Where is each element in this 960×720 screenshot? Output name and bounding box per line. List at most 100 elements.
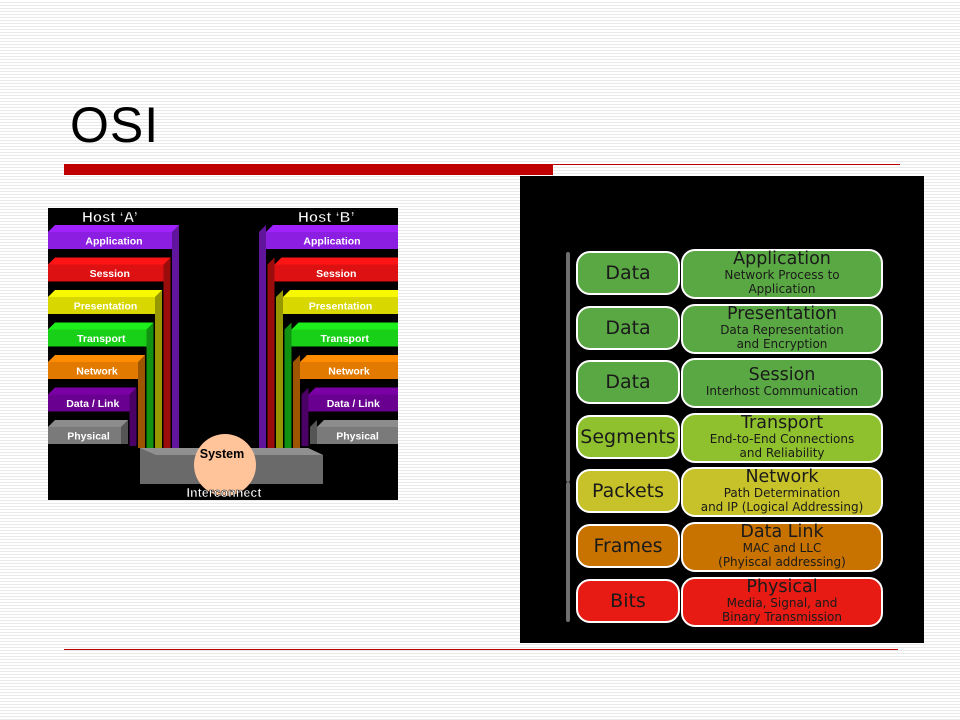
layer-name: Transport — [740, 412, 824, 433]
footer-rule — [64, 649, 898, 650]
system-label: System — [200, 447, 244, 461]
host-a-layer-face — [48, 427, 121, 444]
host-b-layer-top — [274, 257, 398, 265]
data-unit-pill: Data — [576, 305, 680, 350]
host-b-layer-label: Network — [328, 366, 370, 378]
host-b-layer-label: Session — [316, 268, 356, 280]
layer-name: Presentation — [727, 303, 837, 324]
data-unit-pill: Data — [576, 360, 680, 405]
host-a-layer-face — [48, 264, 164, 282]
upper-bracket — [566, 252, 570, 482]
data-unit-pill: Frames — [576, 524, 680, 568]
host-b-layer-label: Data / Link — [327, 398, 380, 410]
data-unit-pill: Data — [576, 251, 680, 295]
layer-description: MAC and LLC — [742, 541, 822, 555]
host-a-layer-face — [48, 394, 130, 412]
host-b-label: Host ‘B’ — [298, 209, 355, 226]
host-a-layer-top — [48, 355, 145, 362]
host-b-layer-face — [283, 297, 398, 314]
layer-name: Data Link — [740, 522, 824, 542]
lower-bracket — [566, 482, 570, 622]
host-a-label: Host ‘A’ — [82, 209, 138, 226]
slide-title: OSI — [70, 97, 160, 153]
host-a-layer-side — [163, 257, 171, 454]
host-b-layer-face — [317, 427, 398, 444]
host-a-layer-top — [48, 257, 171, 265]
host-b-layer-label: Transport — [321, 333, 370, 345]
host-a-layer-top — [48, 420, 128, 427]
host-a-layer-top — [48, 225, 179, 232]
host-a-layer-side — [121, 420, 128, 444]
data-unit-pill: Segments — [576, 414, 680, 459]
host-b-layer-side — [267, 257, 275, 454]
layer-description: Network Process to — [724, 268, 840, 282]
host-b-layer-side — [293, 355, 300, 448]
host-a-layer-face — [48, 362, 138, 379]
layer-description: and Encryption — [736, 336, 828, 351]
layer-description: Interhost Communication — [705, 384, 859, 399]
layer-description: Media, Signal, and — [726, 595, 838, 610]
layer-description: Path Determination — [723, 486, 841, 501]
layer-description: and IP (Logical Addressing) — [700, 500, 864, 515]
host-a-layer-label: Data / Link — [66, 398, 119, 410]
host-b-layer-side — [276, 290, 283, 452]
host-a-layer-top — [48, 290, 162, 297]
host-b-layer-top — [291, 322, 398, 330]
host-stack-diagram: Physical Physical Data / Link Data / Link Ne… — [48, 208, 398, 500]
host-b-layer-side — [301, 387, 309, 446]
layer-name: Network — [745, 467, 819, 488]
layer-description: End-to-End Connections — [709, 431, 855, 446]
layer-description: Data Representation — [720, 322, 844, 337]
host-b-layer-face — [274, 264, 398, 282]
title-rule-thick — [64, 164, 553, 175]
layer-description: Binary Transmission — [722, 609, 842, 624]
layer-name: Session — [748, 365, 816, 386]
host-a-layer-label: Network — [76, 366, 118, 378]
host-b-layer-face — [300, 362, 398, 379]
host-a-layer-label: Transport — [77, 333, 126, 345]
host-b-layer-label: Physical — [336, 431, 379, 443]
host-b-layer-face — [266, 232, 398, 249]
host-b-layer-top — [300, 355, 398, 362]
layer-description: (Phyiscal addressing) — [718, 555, 846, 569]
host-b-layer-face — [308, 394, 398, 412]
data-unit-pill: Packets — [576, 469, 680, 514]
host-a-layer-label: Presentation — [74, 301, 138, 313]
host-b-layer-top — [317, 420, 398, 427]
host-a-layer-top — [48, 322, 154, 330]
host-b-layer-top — [308, 387, 398, 395]
host-b-layer-side — [310, 420, 317, 444]
host-a-layer-label: Session — [90, 268, 130, 280]
title-rule-thin — [553, 164, 900, 165]
host-a-layer-label: Physical — [67, 431, 110, 443]
layer-name: Physical — [746, 576, 818, 597]
host-a-layer-label: Application — [85, 236, 142, 248]
host-b-layer-top — [266, 225, 398, 232]
data-unit-pill: Bits — [576, 578, 680, 623]
host-a-layer-face — [48, 232, 172, 249]
layer-name: Application — [733, 249, 831, 269]
host-b-layer-face — [291, 329, 398, 347]
host-b-layer-label: Presentation — [309, 301, 373, 313]
host-a-layer-side — [146, 322, 154, 450]
layer-description: Application — [748, 282, 816, 296]
system-node — [194, 434, 256, 496]
host-a-layer-face — [48, 297, 155, 314]
interconnect-label: Interconnect — [186, 486, 262, 500]
host-a-layer-side — [155, 290, 162, 452]
host-a-layer-side — [129, 387, 137, 446]
host-b-layer-side — [259, 225, 266, 456]
host-b-layer-top — [283, 290, 398, 297]
layer-description: and Reliability — [739, 445, 825, 460]
host-a-layer-top — [48, 387, 137, 395]
host-b-layer-label: Application — [303, 236, 360, 248]
host-a-layer-face — [48, 329, 147, 347]
